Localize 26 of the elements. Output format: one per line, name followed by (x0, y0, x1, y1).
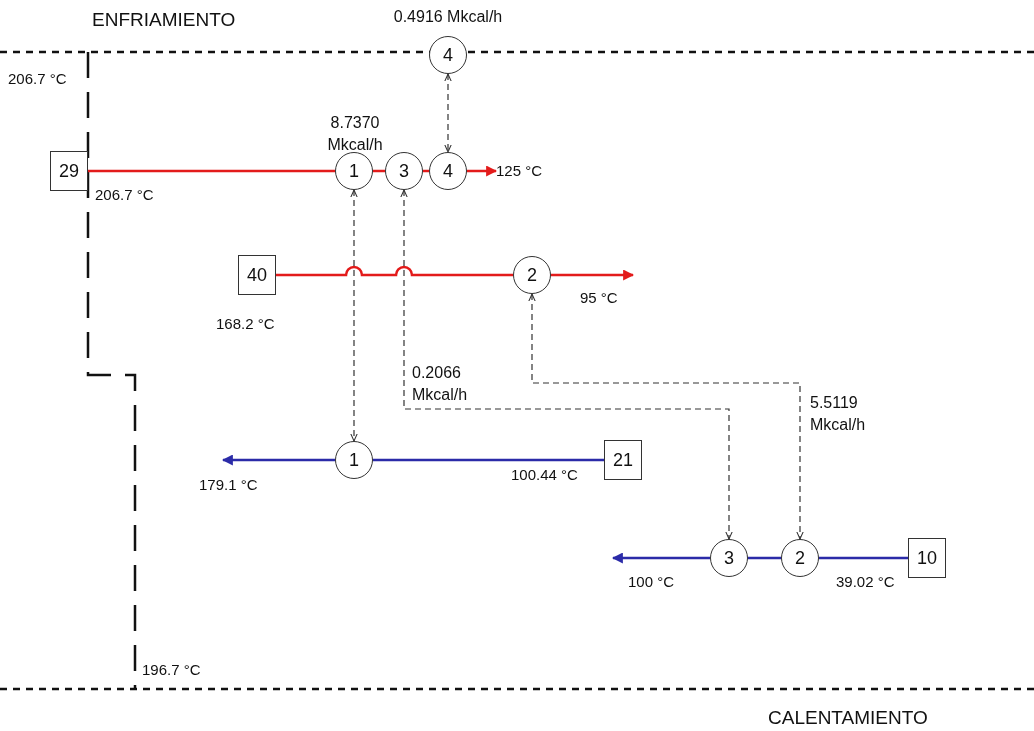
stream-box: 40 (238, 255, 276, 295)
temperature-label: 206.7 °C (95, 185, 154, 205)
temperature-label: 125 °C (496, 162, 550, 180)
temperature-label: 39.02 °C (836, 572, 895, 592)
temperature-label: 168.2 °C (216, 314, 275, 334)
stream-arrow (611, 552, 710, 564)
stream-box: 10 (908, 538, 946, 578)
zone-label: ENFRIAMIENTO (92, 8, 236, 32)
heat-exchange-link (444, 73, 452, 153)
temperature-label: 179.1 °C (199, 475, 258, 495)
temperature-label: 100.44 °C (511, 465, 578, 485)
stream-box: 29 (50, 151, 88, 191)
temperature-label: 206.7 °C (8, 69, 67, 89)
stream-arrow (551, 269, 635, 281)
stream-box: 21 (604, 440, 642, 480)
temperature-label: 196.7 °C (142, 660, 201, 680)
stream-arrow (467, 165, 498, 177)
zone-label: CALENTAMIENTO (768, 706, 928, 730)
stream-arrow (221, 454, 335, 466)
heat-exchange-link (528, 293, 804, 540)
temperature-label: 95 °C (580, 288, 618, 308)
duty-label: 8.7370 Mkcal/h (326, 113, 384, 155)
heat-exchange-link (350, 189, 358, 442)
heat-exchange-link (400, 189, 733, 540)
duty-label: 0.4916 Mkcal/h (392, 7, 504, 27)
temperature-label: 100 °C (628, 572, 675, 592)
